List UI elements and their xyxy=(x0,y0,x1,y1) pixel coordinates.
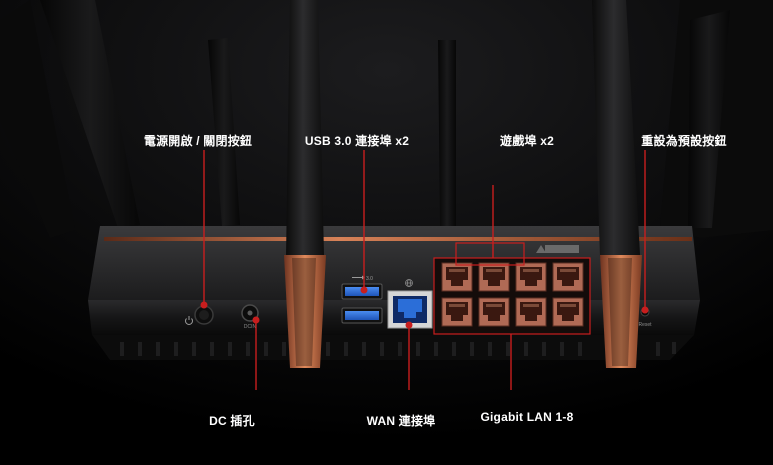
lan-highlight-box xyxy=(433,257,591,335)
gaming-port-highlight xyxy=(455,242,525,266)
lan-port-8[interactable] xyxy=(552,297,584,327)
usb-port-2[interactable] xyxy=(341,307,383,324)
lan-port-2[interactable] xyxy=(478,262,510,292)
antenna-far-mid-right xyxy=(438,40,456,226)
power-button[interactable] xyxy=(194,305,214,325)
callout-dots xyxy=(200,286,649,329)
reset-mark: Reset xyxy=(638,322,652,328)
usb-ports-label: USB 3.0 連接埠 x2 xyxy=(304,134,410,148)
lan-ports-label: Gigabit LAN 1-8 xyxy=(480,410,574,424)
callout-lines xyxy=(203,150,646,390)
copper-trim-strip xyxy=(104,237,692,241)
dc-jack-label: DC 插孔 xyxy=(209,414,255,428)
lan-port-6[interactable] xyxy=(478,297,510,327)
antenna-far-left xyxy=(0,0,140,238)
lan-port-7[interactable] xyxy=(515,297,547,327)
gaming-icon xyxy=(536,245,579,253)
globe-icon xyxy=(405,279,413,287)
reset-button-label: 重設為預設按鈕 xyxy=(641,134,727,148)
antenna-far-right xyxy=(660,0,773,238)
vent-grille xyxy=(120,342,676,356)
lan-port-3[interactable] xyxy=(515,262,547,292)
lan-port-4[interactable] xyxy=(552,262,584,292)
gaming-ports-label: 遊戲埠 x2 xyxy=(500,134,554,148)
antenna-far-mid-left xyxy=(208,38,240,226)
power-icon xyxy=(185,316,193,325)
dc-jack-mark: DCIN xyxy=(244,324,257,330)
wan-port-label: WAN 連接埠 xyxy=(366,414,436,428)
power-button-label: 電源開啟 / 關閉按鈕 xyxy=(143,134,253,148)
lan-port-5[interactable] xyxy=(441,297,473,327)
antenna-front-left xyxy=(284,0,326,368)
lan-ports xyxy=(441,262,584,327)
usb-version-mark: 3.0 xyxy=(366,276,373,282)
dc-jack[interactable] xyxy=(241,304,259,322)
antenna-front-right xyxy=(592,0,642,368)
lan-port-1[interactable] xyxy=(441,262,473,292)
router-body xyxy=(88,226,700,360)
